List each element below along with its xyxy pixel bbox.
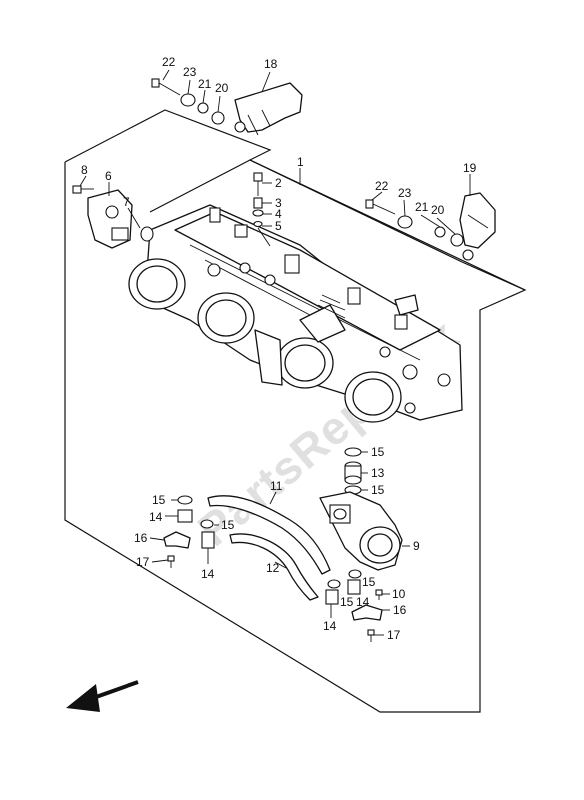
label-22b: 22 — [375, 179, 389, 193]
part-labels: 1 2 3 4 5 6 7 8 9 10 11 12 13 14 14 14 1… — [81, 55, 477, 642]
label-17b: 17 — [387, 628, 401, 642]
bolt-part-22a — [151, 78, 181, 96]
fitting-part-14a — [177, 509, 193, 523]
oring-part-15c — [177, 495, 193, 505]
label-6: 6 — [105, 169, 112, 183]
label-22a: 22 — [162, 55, 176, 69]
throttle-body-assembly — [128, 204, 463, 423]
label-11: 11 — [270, 479, 283, 493]
label-19: 19 — [463, 161, 477, 175]
label-13: 13 — [371, 466, 385, 480]
label-10: 10 — [392, 587, 406, 601]
label-2: 2 — [275, 176, 282, 190]
frame-inner-right — [249, 159, 463, 263]
label-20b: 20 — [431, 203, 445, 217]
screw-part-8 — [72, 185, 94, 194]
label-14a: 14 — [149, 510, 163, 524]
oring-part-15e — [348, 569, 362, 579]
label-15e: 15 — [362, 575, 376, 589]
label-3: 3 — [275, 196, 282, 210]
hose-part-12 — [229, 533, 319, 601]
label-14c: 14 — [356, 595, 370, 609]
front-arrow-icon — [66, 680, 139, 712]
hose-part-11 — [207, 495, 331, 575]
label-20a: 20 — [215, 81, 229, 95]
screw-part-17a — [167, 555, 175, 568]
label-14b: 14 — [201, 567, 215, 581]
bolt-part-22b — [365, 199, 396, 215]
washer-part-23a — [180, 93, 196, 107]
label-16a: 16 — [134, 531, 148, 545]
label-8: 8 — [81, 163, 88, 177]
label-4: 4 — [275, 207, 282, 221]
label-15f: 15 — [340, 595, 354, 609]
screw-part-17b — [367, 629, 375, 642]
oring-part-15a — [344, 447, 362, 457]
bolt-part-2 — [253, 172, 263, 196]
label-21b: 21 — [415, 200, 429, 214]
fitting-part-14b — [201, 531, 215, 549]
oring-part-15f — [327, 579, 341, 589]
frame-inner-right-2 — [461, 261, 526, 291]
label-15a: 15 — [371, 445, 385, 459]
oring-part-15d — [200, 519, 214, 529]
label-9: 9 — [413, 539, 420, 553]
clamp-part-16a — [163, 531, 191, 549]
label-23b: 23 — [398, 186, 412, 200]
idle-speed-valve-part-9 — [319, 491, 403, 571]
collar-part-21b — [434, 226, 446, 238]
label-1: 1 — [297, 155, 304, 169]
label-21a: 21 — [198, 77, 212, 91]
frame-top-left — [149, 159, 251, 213]
bracket-part-19 — [459, 192, 496, 249]
washer-part-4 — [252, 209, 264, 217]
leader-lines — [79, 69, 471, 636]
washer-part-23b — [397, 215, 413, 229]
collar-part-21a — [197, 102, 209, 114]
clamp-part-16b — [351, 604, 383, 621]
oring-part-7 — [140, 226, 154, 242]
label-12: 12 — [266, 561, 280, 575]
label-23a: 23 — [183, 65, 197, 79]
label-18: 18 — [264, 57, 278, 71]
throttle-position-sensor — [87, 189, 133, 249]
screw-part-10 — [375, 589, 383, 600]
washer-part-20a — [211, 111, 225, 125]
label-15b: 15 — [371, 483, 385, 497]
washer-part-20b — [450, 233, 464, 247]
label-14d: 14 — [323, 619, 337, 633]
fitting-part-14d — [325, 589, 339, 605]
label-15d: 15 — [221, 518, 235, 532]
assembly-frame — [64, 109, 527, 713]
label-5: 5 — [275, 219, 282, 233]
label-17a: 17 — [136, 555, 150, 569]
joint-part-13 — [344, 461, 362, 485]
fitting-part-14c — [347, 579, 361, 595]
oring-part-5 — [253, 220, 263, 228]
label-7: 7 — [123, 195, 130, 209]
label-15c: 15 — [152, 493, 166, 507]
label-16b: 16 — [393, 603, 407, 617]
screw-part-3 — [253, 197, 263, 209]
